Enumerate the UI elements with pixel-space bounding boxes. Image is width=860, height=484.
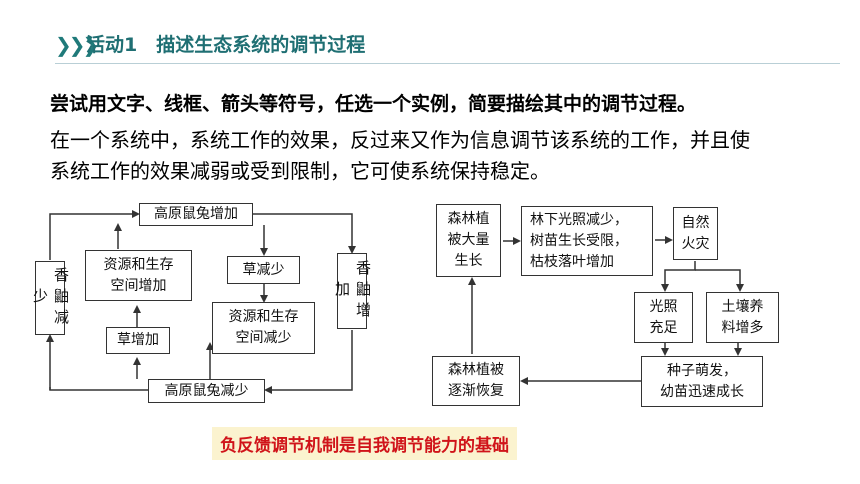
arrow-fire-to-soil	[695, 269, 744, 292]
instruction-text: 尝试用文字、线框、箭头等符号，任选一个实例，简要描绘其中的调节过程。	[50, 93, 697, 115]
box-grass-decrease: 草减少	[227, 256, 300, 284]
box-resource-increase: 资源和生存 空间增加	[85, 250, 192, 301]
box-resource-decrease: 资源和生存 空间减少	[212, 302, 315, 354]
box-forest-growth-line-1: 森林植	[447, 211, 490, 227]
box-light-reduced-line-1: 林下光照减少，	[530, 211, 628, 228]
box-forest-growth-line-2: 被大量	[447, 232, 490, 248]
box-natural-fire-line-1: 自然	[681, 214, 710, 231]
box-soil-nutrients-line-2: 料增多	[721, 319, 764, 336]
box-weasel-decrease-label: 香鼬减少	[31, 266, 70, 330]
arrow-bottom-to-left	[46, 334, 148, 391]
box-weasel-increase-label: 香鼬增加	[333, 259, 372, 323]
box-light-reduced-line-2: 树苗生长受限，	[530, 232, 628, 249]
box-pika-increase: 高原鼠兔增加	[139, 203, 253, 226]
box-soil-nutrients: 土壤养 料增多	[706, 292, 779, 343]
slide-title: 活动1 描述生态系统的调节过程	[86, 34, 366, 56]
box-light-reduced-line-3: 枯枝落叶增加	[530, 253, 614, 270]
box-light-sufficient: 光照 充足	[634, 292, 693, 343]
header-divider	[55, 63, 840, 64]
box-forest-recovery-line-1: 森林植被	[448, 362, 504, 378]
box-resource-decrease-line-2: 空间减少	[235, 330, 292, 346]
box-forest-recovery: 森林植被 逐渐恢复	[432, 356, 520, 406]
paragraph-line-2: 系统工作的效果减弱或受到限制，它可使系统保持稳定。	[50, 159, 550, 183]
paragraph-line-1: 在一个系统中，系统工作的效果，反过来又作为信息调节该系统的工作，并且使	[50, 128, 750, 152]
box-seed-germination: 种子萌发， 幼苗迅速成长	[641, 356, 763, 407]
chevron-icon: ❯❯❯	[55, 33, 99, 57]
box-natural-fire-line-2: 火灾	[681, 235, 710, 252]
box-soil-nutrients-line-1: 土壤养	[721, 298, 764, 315]
box-natural-fire: 自然 火灾	[673, 207, 718, 260]
box-resource-increase-line-2: 空间增加	[110, 277, 167, 294]
box-grass-decrease-label: 草减少	[242, 261, 285, 278]
arrow-right-to-bottom	[264, 330, 353, 394]
box-weasel-increase: 香鼬增加	[333, 253, 372, 329]
slide-header: ❯❯❯ 活动1 描述生态系统的调节过程	[0, 0, 860, 64]
box-seed-germination-line-2: 幼苗迅速成长	[660, 383, 744, 400]
arrow-fire-to-light-enough	[661, 261, 696, 292]
box-light-reduced: 林下光照减少， 树苗生长受限， 枯枝落叶增加	[521, 206, 653, 276]
box-light-sufficient-line-1: 光照	[649, 298, 678, 315]
box-pika-decrease: 高原鼠兔减少	[148, 379, 265, 403]
box-grass-increase-label: 草增加	[117, 332, 159, 348]
box-seed-germination-line-1: 种子萌发，	[667, 362, 737, 379]
arrow-top-to-right	[253, 213, 356, 254]
box-resource-decrease-line-1: 资源和生存	[228, 309, 299, 325]
box-weasel-decrease: 香鼬减少	[31, 261, 70, 335]
conclusion-banner: 负反馈调节机制是自我调节能力的基础	[212, 427, 517, 460]
box-forest-recovery-line-2: 逐渐恢复	[448, 383, 504, 399]
box-forest-growth-line-3: 生长	[454, 253, 483, 269]
box-pika-increase-label: 高原鼠兔增加	[154, 206, 238, 222]
box-light-sufficient-line-2: 充足	[649, 319, 678, 336]
box-pika-decrease-label: 高原鼠兔减少	[164, 382, 249, 399]
box-resource-increase-line-1: 资源和生存	[103, 256, 174, 273]
arrow-left-to-top	[49, 210, 140, 260]
box-grass-increase: 草增加	[106, 327, 170, 354]
box-forest-growth: 森林植 被大量 生长	[436, 204, 501, 277]
